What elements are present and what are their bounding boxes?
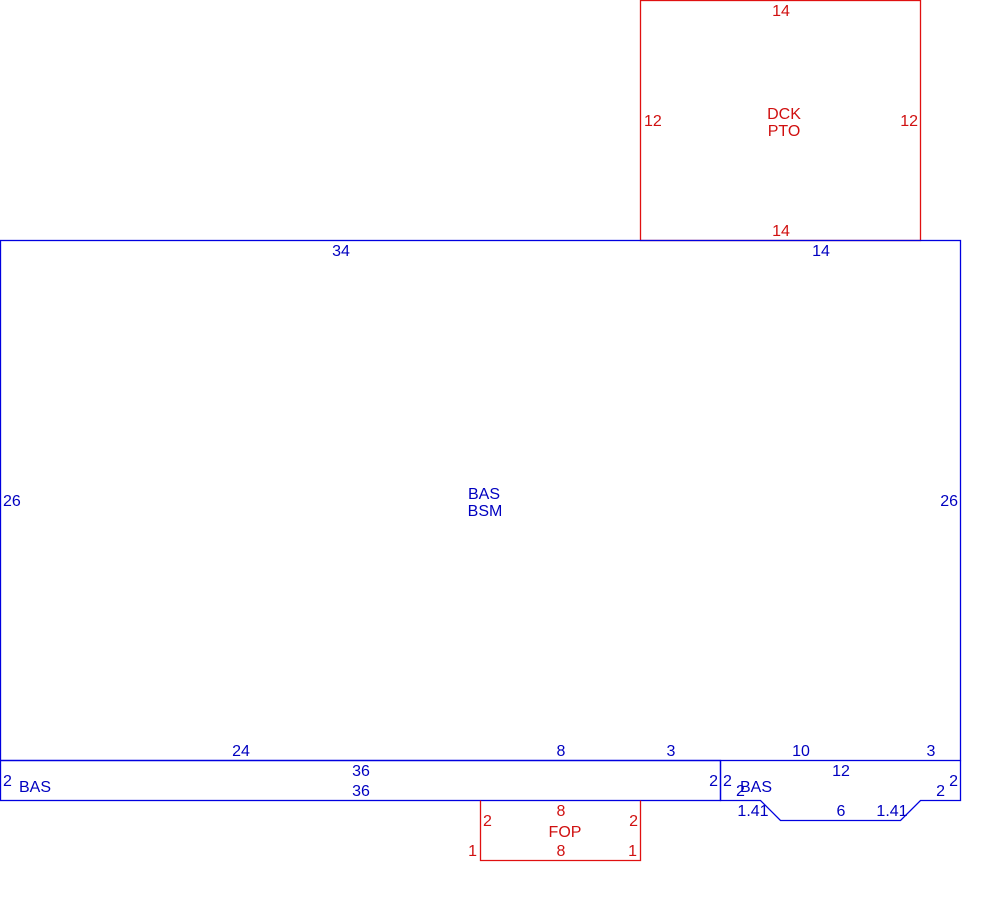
fop-left-upper-dim: 2: [483, 813, 492, 830]
right-right-dim: 2: [949, 773, 958, 790]
dck-top-dim: 14: [772, 3, 790, 20]
dck-area-label: DCK: [767, 106, 801, 123]
fop-labels: 8 FOP 8 2 2 1 1: [468, 803, 638, 860]
main-bottom-dim-d: 10: [792, 743, 810, 760]
main-top-left-dim: 34: [332, 243, 350, 260]
dck-labels: 14 12 12 14 DCK PTO: [644, 3, 918, 240]
main-bottom-dim-e: 3: [927, 743, 936, 760]
fop-right-upper-dim: 2: [629, 813, 638, 830]
fop-bottom-dim: 8: [557, 843, 566, 860]
main-labels: 34 14 26 26 BAS BSM 24 8 3 10 3: [3, 243, 958, 760]
right-section-outline: [719, 760, 962, 822]
right-area-label: BAS: [740, 779, 772, 796]
strip-right-dim: 2: [709, 773, 718, 790]
pto-area-label: PTO: [768, 123, 801, 140]
dck-bottom-dim: 14: [772, 223, 790, 240]
right-right-inner-dim: 2: [936, 783, 945, 800]
strip-area-label: BAS: [19, 779, 51, 796]
main-area-label-1: BAS: [468, 486, 500, 503]
main-bottom-dim-c: 3: [667, 743, 676, 760]
main-bottom-dim-a: 24: [232, 743, 250, 760]
right-diag-left-dim: 1.41: [737, 803, 768, 820]
strip-top-dim: 36: [352, 763, 370, 780]
right-top-dim: 12: [832, 763, 850, 780]
strip-left-dim: 2: [3, 773, 12, 790]
dck-left-dim: 12: [644, 113, 662, 130]
outlines: [0, 0, 962, 862]
main-right-dim: 26: [940, 493, 958, 510]
main-left-dim: 26: [3, 493, 21, 510]
fop-outline: [479, 800, 642, 862]
right-left-inner-dim: 2: [736, 783, 745, 800]
right-diag-right-dim: 1.41: [876, 803, 907, 820]
main-area-label-2: BSM: [468, 503, 503, 520]
main-top-right-dim: 14: [812, 243, 830, 260]
right-bottom-dim: 6: [837, 803, 846, 820]
fop-area-label: FOP: [549, 824, 582, 841]
dck-right-dim: 12: [900, 113, 918, 130]
fop-right-lower-dim: 1: [628, 843, 637, 860]
right-left-dim: 2: [723, 773, 732, 790]
strip-bottom-dim: 36: [352, 783, 370, 800]
right-section-labels: 12 2 2 BAS 2 2 1.41 6 1.41: [723, 763, 958, 820]
fop-left-lower-dim: 1: [468, 843, 477, 860]
fop-top-dim: 8: [557, 803, 566, 820]
main-bottom-dim-b: 8: [557, 743, 566, 760]
strip-labels: 36 36 2 2 BAS: [3, 763, 718, 800]
